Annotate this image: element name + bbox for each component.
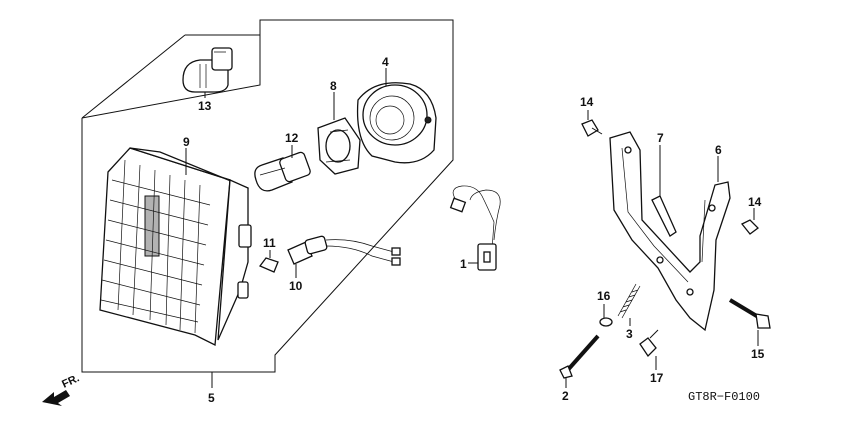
bolt-15 [728, 298, 771, 346]
assembly-outline [81, 19, 454, 388]
callout-16: 16 [597, 289, 611, 303]
wire-harness-1 [449, 185, 501, 271]
callout-12: 12 [285, 131, 299, 145]
callout-10: 10 [289, 279, 303, 293]
callout-3: 3 [626, 327, 633, 341]
bracket-6 [609, 131, 731, 332]
socket-8 [317, 92, 361, 175]
callout-14-right: 14 [748, 195, 762, 209]
callout-5: 5 [208, 391, 215, 405]
callout-13: 13 [198, 99, 212, 113]
callout-11: 11 [263, 236, 276, 250]
bracket-7 [651, 145, 677, 237]
callout-15: 15 [751, 347, 765, 361]
callout-1: 1 [460, 257, 467, 271]
bulb-11 [258, 250, 279, 273]
bulb-12 [254, 145, 311, 192]
callout-14-upper: 14 [580, 95, 594, 109]
callout-4: 4 [382, 55, 389, 69]
callout-9: 9 [183, 135, 190, 149]
screw-2 [559, 334, 600, 388]
diagram-code: GT8R−F0100 [688, 390, 760, 404]
callout-6: 6 [715, 143, 722, 157]
front-label: FR. [60, 372, 81, 390]
socket-harness-10 [287, 235, 401, 278]
callout-7: 7 [657, 131, 664, 145]
washer-16 [599, 304, 613, 327]
callout-17: 17 [650, 371, 664, 385]
bolt-17 [639, 329, 659, 370]
front-direction-arrow-icon [42, 390, 70, 406]
housing-4 [356, 68, 437, 164]
headlight-9 [99, 147, 252, 347]
callout-2: 2 [562, 389, 569, 403]
spring-3 [617, 283, 641, 326]
bolt-14-upper [581, 110, 603, 137]
bolt-14-right [740, 208, 759, 235]
callout-8: 8 [330, 79, 337, 93]
bulb-13 [182, 47, 233, 98]
